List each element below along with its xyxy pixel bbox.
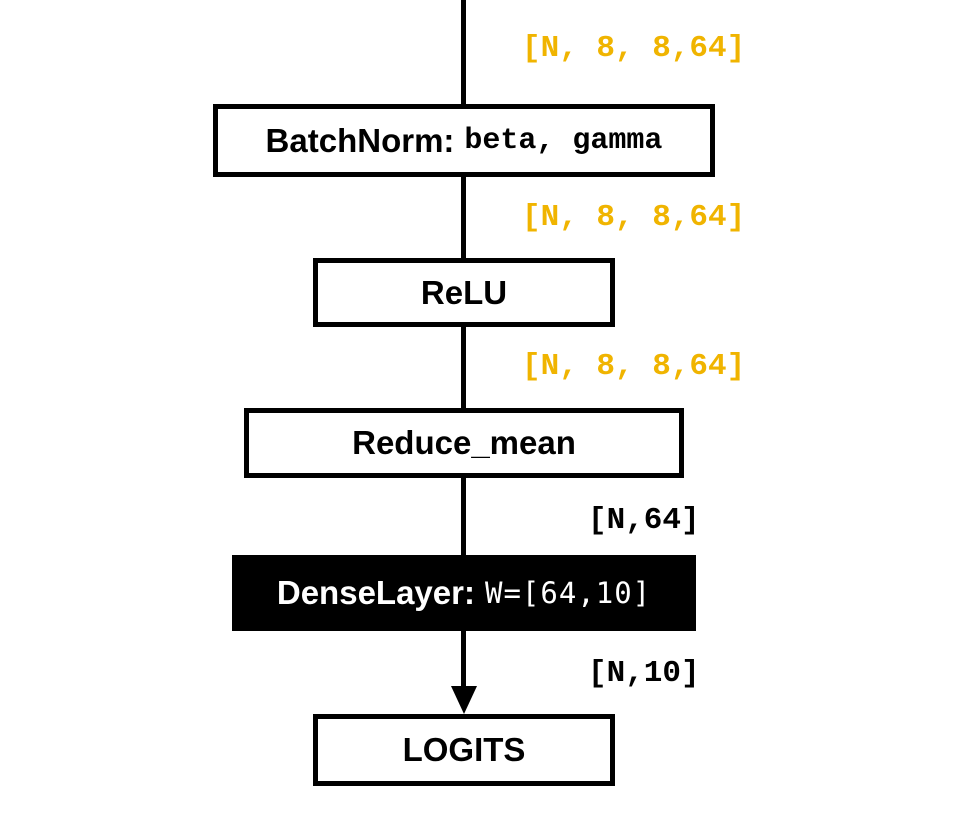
batchnorm-node: BatchNorm: beta, gamma [213,104,715,177]
shape-label-reduce-mean-out: [N,64] [588,503,700,538]
edge-batchnorm-to-relu [461,174,466,260]
edge-relu-to-reduce-mean [461,324,466,410]
logits-node: LOGITS [313,714,615,786]
batchnorm-label: BatchNorm: [265,121,455,159]
edge-reduce-mean-to-dense [461,475,466,557]
relu-label: ReLU [420,273,508,311]
dense-layer-node: DenseLayer: W=[64,10] [232,555,696,631]
reduce-mean-label: Reduce_mean [352,424,576,461]
dense-layer-params: W=[64,10] [484,576,652,610]
shape-label-dense-out: [N,10] [588,656,700,691]
reduce-mean-node: Reduce_mean [244,408,684,478]
edge-dense-to-logits [461,629,466,689]
logits-label: LOGITS [402,731,526,768]
edge-input-to-batchnorm [461,0,466,106]
batchnorm-params: beta, gamma [464,123,663,158]
dense-layer-label: DenseLayer: [276,574,475,611]
arrowhead-icon [451,686,477,714]
shape-label-batchnorm-out: [N, 8, 8,64] [522,200,746,235]
shape-label-relu-out: [N, 8, 8,64] [522,349,746,384]
relu-node: ReLU [313,258,615,327]
shape-label-input: [N, 8, 8,64] [522,31,746,66]
